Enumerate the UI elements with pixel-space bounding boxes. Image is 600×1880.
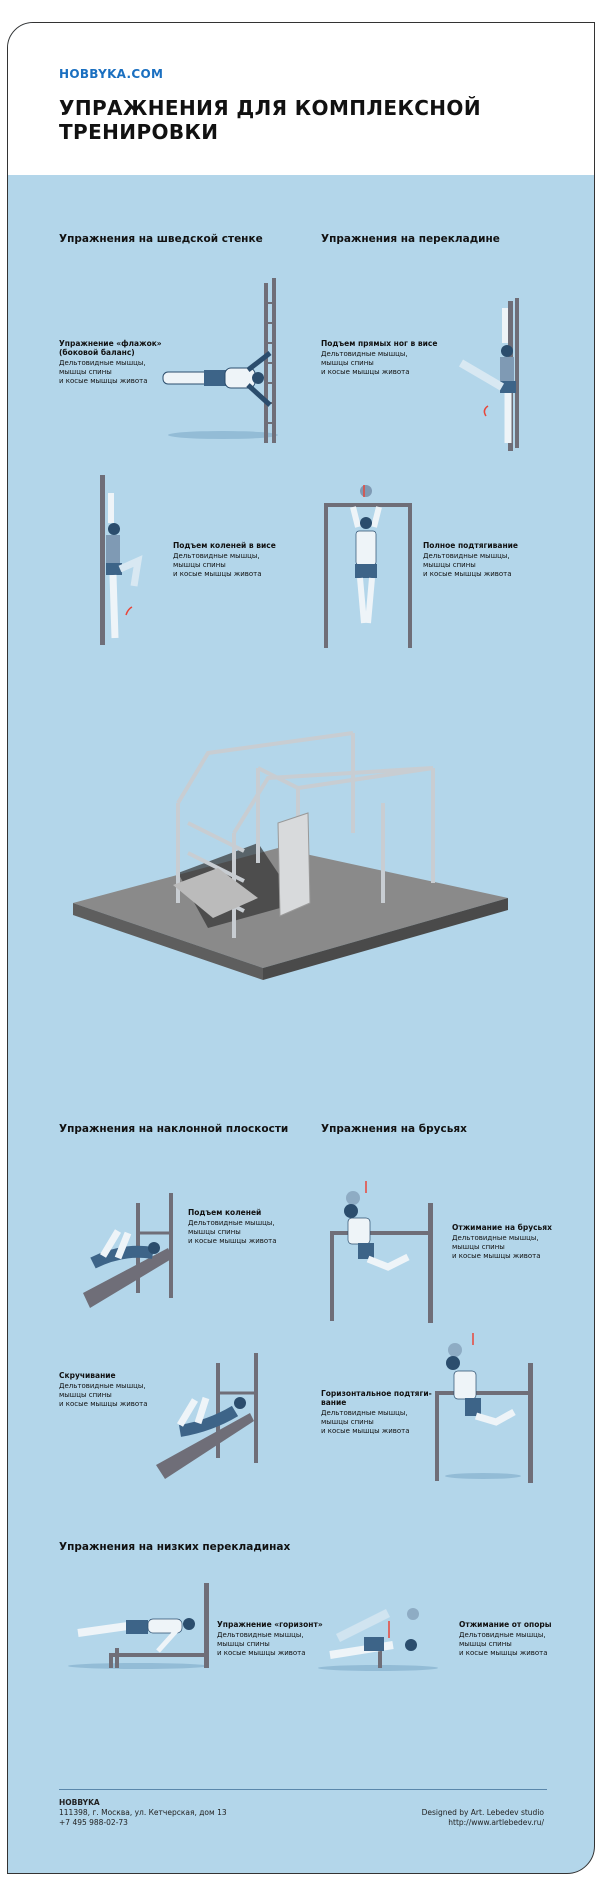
section-title-incline-bench: Упражнения на наклонной плоскости [59, 1123, 289, 1135]
pullup-illustration [324, 485, 412, 648]
muscle-groups-line: и косые мышцы живота [321, 1427, 410, 1435]
exercise-flag: Упражнение «флажок» (боковой баланс) Дель… [59, 339, 179, 386]
muscle-groups-line: мышцы спины [321, 1418, 374, 1426]
muscle-groups-line: и косые мышцы живота [188, 1237, 277, 1245]
workout-station-illustration [73, 731, 508, 980]
muscle-groups-line: Дельтовидные мышцы, [321, 350, 408, 358]
exercise-name: Горизонтальное подтяги-вание [321, 1389, 432, 1407]
muscle-groups-line: мышцы спины [173, 561, 226, 569]
exercise-name: Полное подтягивание [423, 541, 519, 550]
header: HOBBYKA.COM УПРАЖНЕНИЯ ДЛЯ КОМПЛЕКСНОЙ Т… [8, 23, 594, 175]
muscle-groups-line: и косые мышцы живота [321, 368, 410, 376]
exercise-name: Скручивание [59, 1371, 116, 1380]
muscle-groups-line: мышцы спины [59, 1391, 112, 1399]
muscle-groups-line: Дельтовидные мышцы, [459, 1631, 546, 1639]
footer-credit: Designed by Art. Lebedev studio [421, 1808, 544, 1817]
leg-raise-illustration [458, 298, 519, 451]
muscle-groups-line: мышцы спины [423, 561, 476, 569]
muscle-groups-line: мышцы спины [59, 368, 112, 376]
section-title-pullup-bar: Упражнения на перекладине [321, 233, 500, 245]
muscle-groups-line: мышцы спины [459, 1640, 512, 1648]
exercise-name: Отжимание на брусьях [452, 1223, 552, 1232]
poster: HOBBYKA.COM УПРАЖНЕНИЯ ДЛЯ КОМПЛЕКСНОЙ Т… [7, 22, 595, 1874]
crunch-illustration [156, 1353, 258, 1479]
muscle-groups-line: мышцы спины [321, 359, 374, 367]
exercise-name: Упражнение «флажок» (боковой баланс) [59, 339, 162, 357]
exercise-name: Подъем прямых ног в висе [321, 339, 438, 348]
exercise-name: Упражнение «горизонт» [217, 1620, 323, 1629]
muscle-groups-line: и косые мышцы живота [59, 1400, 148, 1408]
brand-link[interactable]: HOBBYKA.COM [59, 67, 164, 81]
horizontal-pullup-illustration [435, 1333, 533, 1483]
muscle-groups-line: и косые мышцы живота [459, 1649, 548, 1657]
exercise-name: Подъем коленей [188, 1208, 262, 1217]
knee-raise-illustration [100, 475, 143, 645]
footer-divider [59, 1789, 547, 1790]
muscle-groups-line: Дельтовидные мышцы, [423, 552, 510, 560]
muscle-groups-line: и косые мышцы живота [423, 570, 512, 578]
muscle-groups-line: и косые мышцы живота [217, 1649, 306, 1657]
footer-url[interactable]: http://www.artlebedev.ru/ [448, 1818, 544, 1827]
footer-company: HOBBYKA [59, 1798, 100, 1807]
muscle-groups-line: Дельтовидные мышцы, [59, 1382, 146, 1390]
muscle-groups-line: мышцы спины [217, 1640, 270, 1648]
flag-illustration [162, 278, 278, 443]
exercise-horizont: Упражнение «горизонт» Дельтовидные мышцы,… [217, 1620, 337, 1658]
dips-illustration [330, 1181, 433, 1323]
footer-credits: Designed by Art. Lebedev studio http://w… [422, 1808, 544, 1828]
page-title: УПРАЖНЕНИЯ ДЛЯ КОМПЛЕКСНОЙ ТРЕНИРОВКИ [59, 96, 481, 144]
muscle-groups-line: мышцы спины [188, 1228, 241, 1236]
footer-address: 111398, г. Москва, ул. Кетчерская, дом 1… [59, 1808, 227, 1817]
muscle-groups-line: Дельтовидные мышцы, [173, 552, 260, 560]
muscle-groups-line: мышцы спины [452, 1243, 505, 1251]
muscle-groups-line: Дельтовидные мышцы, [452, 1234, 539, 1242]
footer-phone: +7 495 988-02-73 [59, 1818, 128, 1827]
section-title-wall-bars: Упражнения на шведской стенке [59, 233, 263, 245]
muscle-groups-line: и косые мышцы живота [59, 377, 148, 385]
muscle-groups-line: Дельтовидные мышцы, [59, 359, 146, 367]
section-title-parallel-bars: Упражнения на брусьях [321, 1123, 467, 1135]
pushup-illustration [318, 1608, 438, 1671]
muscle-groups-line: Дельтовидные мышцы, [188, 1219, 275, 1227]
exercise-name: Отжимание от опоры [459, 1620, 552, 1629]
section-title-low-bars: Упражнения на низких перекладинах [59, 1541, 291, 1553]
muscle-groups-line: и косые мышцы живота [452, 1252, 541, 1260]
muscle-groups-line: Дельтовидные мышцы, [321, 1409, 408, 1417]
horizont-illustration [68, 1583, 209, 1669]
footer-contacts: HOBBYKA 111398, г. Москва, ул. Кетчерска… [59, 1798, 227, 1828]
muscle-groups-line: Дельтовидные мышцы, [217, 1631, 304, 1639]
exercise-name: Подъем коленей в висе [173, 541, 276, 550]
incline-knee-raise-illustration [83, 1193, 173, 1308]
muscle-groups-line: и косые мышцы живота [173, 570, 262, 578]
